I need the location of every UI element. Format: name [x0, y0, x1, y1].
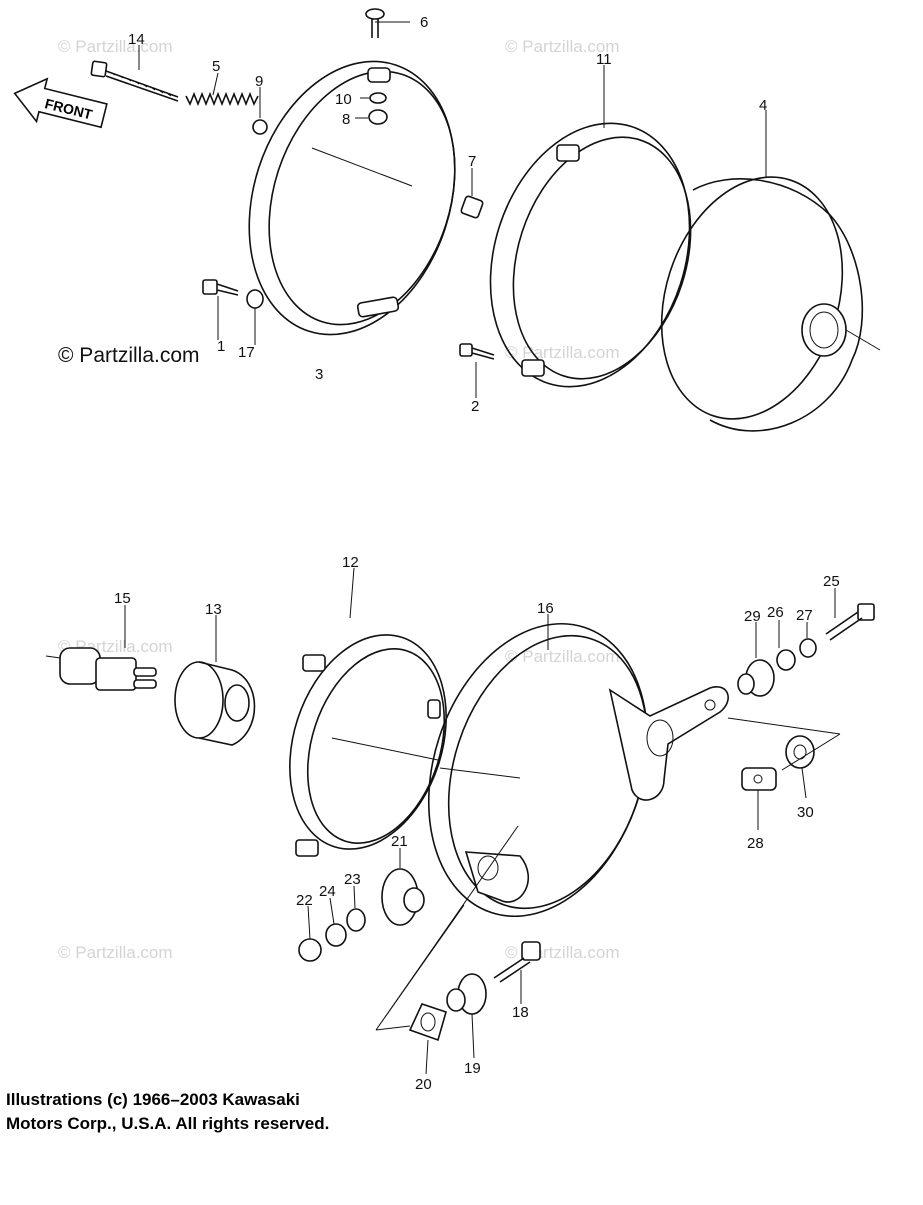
part-grommet-19 — [446, 973, 487, 1015]
part-nut-22 — [298, 938, 322, 962]
watermark: © Partzilla.com — [505, 647, 620, 666]
callout-23: 23 — [344, 871, 361, 888]
copyright-notice: Illustrations (c) 1966–2003 Kawasaki Mot… — [6, 1088, 329, 1136]
part-bolt-14 — [90, 60, 179, 102]
callout-20: 20 — [415, 1076, 432, 1093]
part-washer-24 — [325, 923, 347, 947]
callout-4: 4 — [759, 97, 767, 114]
callout-30: 30 — [797, 804, 814, 821]
part-washer-26 — [776, 649, 796, 671]
part-grommet-30 — [785, 735, 815, 769]
callout-24: 24 — [319, 883, 336, 900]
copyright-line-2: Motors Corp., U.S.A. All rights reserved… — [6, 1114, 330, 1133]
callout-13: 13 — [205, 601, 222, 618]
part-plate-20 — [408, 1003, 447, 1042]
leader-lines — [375, 825, 519, 1031]
part-nut-8 — [368, 109, 388, 125]
watermarks: © Partzilla.com © Partzilla.com © Partzi… — [58, 37, 620, 962]
leader-lines — [727, 717, 841, 771]
callout-14: 14 — [128, 31, 145, 48]
callout-leaders — [124, 21, 836, 1075]
front-arrow-icon: FRONT — [13, 77, 108, 129]
part-housing-16 — [427, 622, 729, 918]
part-washer-10 — [369, 92, 387, 104]
callout-25: 25 — [823, 573, 840, 590]
callout-15: 15 — [114, 590, 131, 607]
callout-8: 8 — [342, 111, 350, 128]
callout-3: 3 — [315, 366, 323, 383]
part-grommet-21 — [381, 868, 425, 926]
watermark: © Partzilla.com — [505, 37, 620, 56]
part-bolt-18 — [493, 941, 541, 983]
callout-22: 22 — [296, 892, 313, 909]
part-bolt-25 — [825, 603, 875, 641]
part-washer-23 — [346, 908, 366, 932]
watermark: © Partzilla.com — [58, 37, 173, 56]
callout-21: 21 — [391, 833, 408, 850]
watermark: © Partzilla.com — [58, 943, 173, 962]
part-nut-7 — [460, 195, 484, 219]
part-clip-28 — [741, 767, 777, 791]
callout-6: 6 — [420, 14, 428, 31]
callout-9: 9 — [255, 73, 263, 90]
part-grommet-29 — [737, 659, 775, 697]
callout-26: 26 — [767, 604, 784, 621]
part-dust-cover-13 — [174, 661, 256, 746]
part-bulb-15 — [45, 647, 157, 691]
part-rim-3 — [248, 60, 456, 336]
watermark-main: © Partzilla.com — [58, 344, 200, 367]
part-screw-6 — [365, 8, 385, 38]
part-washer-27 — [799, 638, 817, 658]
callout-numbers: 1 2 3 4 5 6 7 8 9 10 11 12 13 14 15 16 1… — [114, 14, 840, 1093]
part-spring-5 — [185, 91, 259, 107]
part-inner-rim-12 — [289, 634, 447, 857]
watermark: © Partzilla.com — [505, 343, 620, 362]
callout-1: 1 — [217, 338, 225, 355]
callout-12: 12 — [342, 554, 359, 571]
part-screw-2 — [459, 343, 495, 360]
callout-10: 10 — [335, 91, 352, 108]
part-washer-17 — [246, 289, 264, 309]
part-lens-unit-4 — [660, 176, 881, 432]
part-ring-11 — [489, 122, 692, 388]
copyright-line-1: Illustrations (c) 1966–2003 Kawasaki — [6, 1090, 300, 1109]
callout-11: 11 — [596, 51, 612, 68]
callout-2: 2 — [471, 398, 479, 415]
callout-29: 29 — [744, 608, 761, 625]
callout-5: 5 — [212, 58, 220, 75]
callout-28: 28 — [747, 835, 764, 852]
callout-27: 27 — [796, 607, 813, 624]
callout-19: 19 — [464, 1060, 481, 1077]
callout-18: 18 — [512, 1004, 529, 1021]
part-nut-9 — [252, 119, 268, 135]
callout-16: 16 — [537, 600, 554, 617]
callout-7: 7 — [468, 153, 476, 170]
part-bolt-1 — [202, 279, 239, 296]
callout-17: 17 — [238, 344, 255, 361]
